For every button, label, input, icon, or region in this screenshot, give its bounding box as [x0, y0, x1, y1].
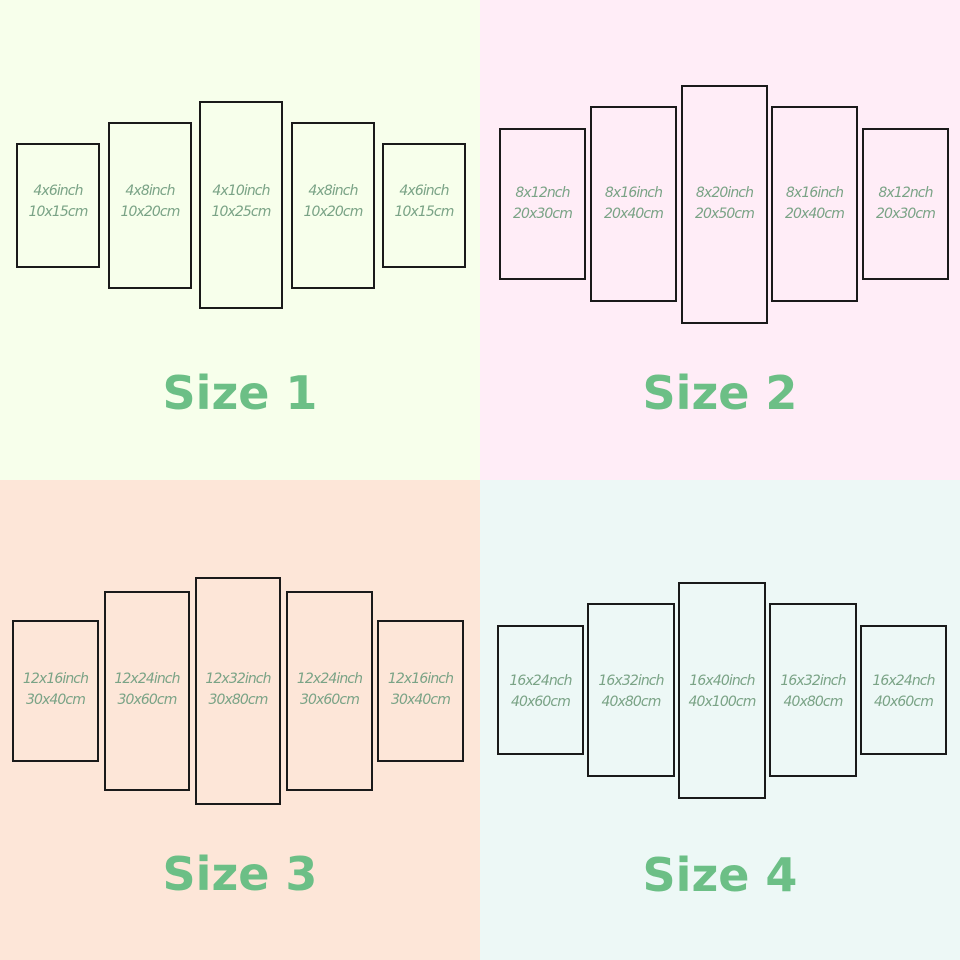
- panel-cm-label: 40x80cm: [783, 694, 844, 710]
- panel-inch-label: 8x12nch: [515, 185, 570, 201]
- panel-inch-label: 4x6inch: [33, 183, 83, 199]
- canvas-panel: 4x6inch 10x15cm: [16, 143, 100, 268]
- size-2-quadrant: 8x12nch 20x30cm 8x16inch 20x40cm 8x20inc…: [480, 0, 960, 480]
- panel-inch-label: 8x16inch: [604, 185, 663, 201]
- panel-cm-label: 40x60cm: [874, 694, 934, 710]
- size-3-quadrant: 12x16inch 30x40cm 12x24inch 30x60cm 12x3…: [0, 480, 480, 960]
- panel-cm-label: 30x40cm: [26, 692, 86, 708]
- panel-label: 8x12nch 20x30cm: [864, 183, 947, 225]
- panel-label: 12x24inch 30x60cm: [106, 669, 188, 711]
- panel-cm-label: 30x60cm: [117, 692, 178, 708]
- panel-label: 16x24nch 40x60cm: [499, 671, 582, 713]
- panel-label: 16x32inch 40x80cm: [771, 671, 855, 713]
- panel-label: 4x6inch 10x15cm: [18, 181, 98, 223]
- panel-inch-label: 16x24nch: [872, 673, 935, 689]
- panel-inch-label: 8x12nch: [878, 185, 933, 201]
- panel-cm-label: 10x15cm: [394, 204, 455, 220]
- canvas-panel: 12x16inch 30x40cm: [12, 620, 99, 762]
- size-title: Size 4: [642, 848, 798, 902]
- panel-label: 8x20inch 20x50cm: [683, 183, 766, 225]
- canvas-panel: 4x10inch 10x25cm: [199, 101, 283, 309]
- panel-inch-label: 16x24nch: [509, 673, 572, 689]
- panel-inch-label: 4x8inch: [308, 183, 358, 199]
- panel-cm-label: 20x30cm: [876, 206, 936, 222]
- panel-inch-label: 12x16inch: [22, 671, 89, 687]
- canvas-panel: 8x16inch 20x40cm: [771, 106, 858, 302]
- panel-inch-label: 4x10inch: [212, 183, 270, 199]
- panel-cm-label: 40x100cm: [688, 694, 757, 710]
- size-4-quadrant: 16x24nch 40x60cm 16x32inch 40x80cm 16x40…: [480, 480, 960, 960]
- panel-label: 4x8inch 10x20cm: [293, 181, 373, 223]
- canvas-panel: 12x24inch 30x60cm: [104, 591, 190, 791]
- panel-label: 4x10inch 10x25cm: [201, 181, 281, 223]
- panel-label: 12x16inch 30x40cm: [379, 669, 462, 711]
- size-title: Size 2: [642, 366, 798, 420]
- size-1-quadrant: 4x6inch 10x15cm 4x8inch 10x20cm 4x10inch…: [0, 0, 480, 480]
- canvas-panel: 12x32inch 30x80cm: [195, 577, 281, 805]
- panel-label: 4x8inch 10x20cm: [110, 181, 190, 223]
- canvas-panel: 8x12nch 20x30cm: [862, 128, 949, 280]
- canvas-panel: 8x20inch 20x50cm: [681, 85, 768, 324]
- canvas-panel: 12x16inch 30x40cm: [377, 620, 464, 762]
- size-title: Size 1: [162, 366, 318, 420]
- panel-cm-label: 10x20cm: [120, 204, 181, 220]
- canvas-panel: 8x16inch 20x40cm: [590, 106, 677, 302]
- panel-cm-label: 20x40cm: [785, 206, 845, 222]
- canvas-panel: 12x24inch 30x60cm: [286, 591, 373, 791]
- canvas-panel: 16x32inch 40x80cm: [587, 603, 675, 777]
- panel-cm-label: 30x80cm: [208, 692, 269, 708]
- panel-cm-label: 20x50cm: [695, 206, 755, 222]
- panel-inch-label: 12x16inch: [387, 671, 454, 687]
- canvas-panel: 16x40inch 40x100cm: [678, 582, 766, 799]
- panel-cm-label: 20x40cm: [604, 206, 664, 222]
- panel-label: 12x24inch 30x60cm: [288, 669, 371, 711]
- panel-cm-label: 30x40cm: [391, 692, 451, 708]
- canvas-panel: 8x12nch 20x30cm: [499, 128, 586, 280]
- canvas-panel: 16x24nch 40x60cm: [860, 625, 947, 755]
- panel-cm-label: 30x60cm: [300, 692, 360, 708]
- panel-label: 8x16inch 20x40cm: [773, 183, 856, 225]
- panel-inch-label: 16x32inch: [780, 673, 846, 689]
- panel-inch-label: 16x40inch: [689, 673, 755, 689]
- panel-label: 8x16inch 20x40cm: [592, 183, 675, 225]
- panel-label: 16x24nch 40x60cm: [862, 671, 945, 713]
- panel-label: 12x32inch 30x80cm: [197, 669, 279, 711]
- canvas-panel: 16x24nch 40x60cm: [497, 625, 584, 755]
- canvas-panel: 4x8inch 10x20cm: [108, 122, 192, 289]
- panel-label: 16x32inch 40x80cm: [589, 671, 673, 713]
- canvas-panel: 4x6inch 10x15cm: [382, 143, 466, 268]
- panel-cm-label: 10x15cm: [28, 204, 89, 220]
- panel-inch-label: 8x20inch: [695, 185, 754, 201]
- panel-inch-label: 12x24inch: [296, 671, 363, 687]
- size-title: Size 3: [162, 847, 318, 901]
- panel-cm-label: 10x20cm: [303, 204, 364, 220]
- panel-label: 4x6inch 10x15cm: [384, 181, 464, 223]
- panel-label: 12x16inch 30x40cm: [14, 669, 97, 711]
- panel-cm-label: 40x80cm: [601, 694, 662, 710]
- panel-label: 16x40inch 40x100cm: [680, 671, 764, 713]
- panel-cm-label: 10x25cm: [211, 204, 272, 220]
- canvas-panel: 4x8inch 10x20cm: [291, 122, 375, 289]
- panel-cm-label: 40x60cm: [511, 694, 571, 710]
- canvas-panel: 16x32inch 40x80cm: [769, 603, 857, 777]
- panel-inch-label: 12x24inch: [114, 671, 180, 687]
- panel-inch-label: 4x8inch: [125, 183, 175, 199]
- panel-inch-label: 16x32inch: [598, 673, 664, 689]
- panel-inch-label: 8x16inch: [785, 185, 844, 201]
- panel-inch-label: 12x32inch: [205, 671, 271, 687]
- panel-cm-label: 20x30cm: [513, 206, 573, 222]
- panel-label: 8x12nch 20x30cm: [501, 183, 584, 225]
- panel-inch-label: 4x6inch: [399, 183, 449, 199]
